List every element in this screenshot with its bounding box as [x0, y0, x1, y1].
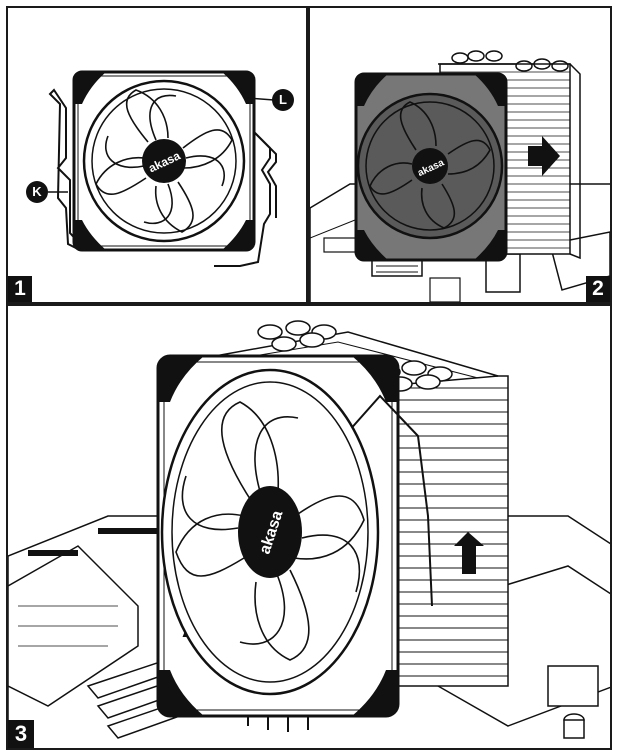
fan-mounting-illustration: akasa — [310, 50, 610, 302]
step-number: 3 — [8, 720, 34, 748]
callout-k: K — [26, 181, 48, 203]
installed-cooler-illustration: akasa — [8, 320, 610, 748]
step-2-panel: akasa 2 — [308, 6, 612, 304]
step-number: 1 — [8, 276, 32, 302]
callout-l: L — [272, 89, 294, 111]
step-3-panel: akasa 3 — [6, 304, 612, 750]
step-number: 2 — [586, 276, 610, 302]
step-1-panel: akasa K L 1 — [6, 6, 308, 304]
fan-with-clips-illustration: akasa — [48, 70, 277, 267]
